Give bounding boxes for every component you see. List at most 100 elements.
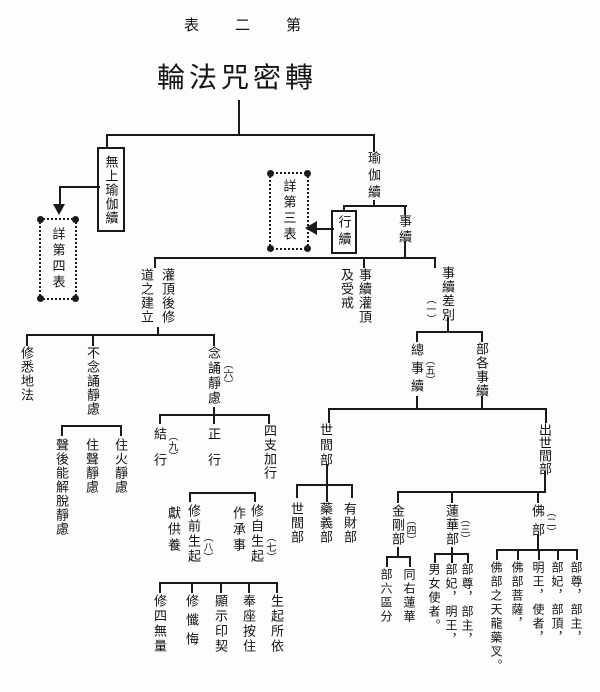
node-liberation-after-sound: 聲後能解脫靜慮 xyxy=(54,438,69,536)
node-vajra-family: 金剛部 xyxy=(390,504,405,546)
connector-line xyxy=(537,491,539,503)
connector-line xyxy=(416,331,418,342)
connector-line xyxy=(326,464,328,502)
connector-line xyxy=(538,549,540,560)
connector-line xyxy=(373,134,375,152)
corner-dot-icon xyxy=(267,245,274,252)
connector-line xyxy=(26,334,28,346)
see-table-4-box: 詳第四表 xyxy=(37,216,79,302)
diagram-title: 輪法咒密轉 xyxy=(157,63,318,94)
connector-line xyxy=(159,582,161,593)
connector-line xyxy=(26,334,215,336)
connector-line xyxy=(386,556,388,567)
connector-line xyxy=(106,134,375,136)
node-step-support-generation: 生起所依 xyxy=(269,594,284,654)
node-vajra-family-number: （四） xyxy=(404,515,415,545)
connector-line xyxy=(159,582,278,584)
connector-line xyxy=(328,408,547,410)
corner-dot-icon xyxy=(304,245,311,252)
node-lotus-family-number: （三） xyxy=(458,514,469,544)
node-buddha-members-col5: 佛部之天龍藥叉。 xyxy=(489,561,503,673)
node-path-after-empowerment-col2: 道之建立 xyxy=(139,268,154,324)
node-step-four-immeasurables: 修四無量 xyxy=(152,594,167,654)
connector-line xyxy=(59,186,61,205)
connector-line xyxy=(545,408,547,423)
table-number: 表二第 xyxy=(184,18,338,34)
node-lotus-members-col2: 部妃，明王， xyxy=(444,563,458,647)
connector-line xyxy=(120,425,122,436)
connector-line xyxy=(191,582,193,593)
node-step-show-mudra: 顯示印契 xyxy=(213,594,228,654)
node-buddha-members-col2: 部妃，部頂， xyxy=(550,561,564,645)
node-abide-fire-dhyana: 住火靜慮 xyxy=(113,438,128,494)
arrow-down-icon xyxy=(53,204,65,215)
connector-line xyxy=(496,549,578,551)
connector-line xyxy=(481,331,483,342)
connector-line xyxy=(404,205,406,215)
node-carya-tantra-box: 行續 xyxy=(331,210,357,254)
node-step-confession: 修懺悔 xyxy=(184,594,199,651)
connector-line xyxy=(397,491,546,493)
connector-line xyxy=(537,534,539,551)
connector-line xyxy=(404,241,406,259)
node-lotus-members-col3: 男女使者。 xyxy=(427,563,441,633)
connector-line xyxy=(397,491,399,503)
node-kriya-divisions: 事續差別 xyxy=(440,266,455,322)
node-vajra-members-col2: 部六區分 xyxy=(379,568,393,624)
connector-line xyxy=(316,228,334,230)
corner-dot-icon xyxy=(72,295,79,302)
node-buddha-members-col4: 佛部菩薩， xyxy=(510,561,524,631)
node-siddhi-method: 修悉地法 xyxy=(19,346,34,402)
connector-line xyxy=(451,553,453,563)
node-carya-tantra-label: 行續 xyxy=(336,215,352,249)
connector-line xyxy=(434,257,436,268)
connector-line xyxy=(373,200,375,207)
connector-line xyxy=(59,186,100,188)
node-yoga-tantra: 瑜伽續 xyxy=(366,151,381,202)
node-main-practice: 正行 xyxy=(206,427,221,479)
arrow-left-icon xyxy=(305,221,317,235)
node-concluding-practice-number: （九） xyxy=(166,431,177,461)
connector-line xyxy=(576,549,578,560)
corner-dot-icon xyxy=(37,216,44,223)
connector-line xyxy=(447,317,449,333)
connector-line xyxy=(517,549,519,560)
node-wealth-family: 有財部 xyxy=(342,502,357,544)
node-buddha-members-col3: 明王，使者， xyxy=(531,561,545,645)
node-lotus-family: 蓮華部 xyxy=(444,504,459,546)
connector-line xyxy=(434,553,436,563)
connector-line xyxy=(416,396,418,410)
connector-line xyxy=(544,471,546,493)
connector-line xyxy=(154,257,156,268)
connector-line xyxy=(557,549,559,560)
node-step-offer-seat: 奉座按住 xyxy=(241,594,256,654)
node-buddha-members-col1: 部尊，部主， xyxy=(569,561,583,645)
connector-line xyxy=(154,257,436,259)
connector-line xyxy=(61,425,63,436)
node-with-recitation-number: （六） xyxy=(221,359,232,389)
connector-line xyxy=(276,582,278,593)
node-offer-worship: 獻供養 xyxy=(166,506,181,554)
node-kriya-empowerment-col1: 事續灌頂 xyxy=(357,268,372,324)
see-table-3-box: 詳第三表 xyxy=(267,170,311,252)
connector-line xyxy=(220,582,222,593)
connector-line xyxy=(351,484,353,498)
connector-line xyxy=(416,331,483,333)
node-worldly-subfamily: 世間部 xyxy=(289,502,304,544)
connector-line xyxy=(328,408,330,423)
node-front-generation-number: （八） xyxy=(201,532,212,562)
node-kriya-divisions-number: （一） xyxy=(424,294,435,324)
node-self-generation-number: （七） xyxy=(264,532,275,562)
connector-line xyxy=(238,100,240,136)
node-general-kriya-number: （五） xyxy=(423,355,434,385)
node-buddha-family: 佛部 xyxy=(530,504,545,542)
connector-line xyxy=(254,492,256,502)
node-four-branch-preparation: 四支加行 xyxy=(262,424,277,480)
connector-line xyxy=(189,492,191,502)
corner-dot-icon xyxy=(267,170,274,177)
node-with-recitation-dhyana: 念誦靜慮 xyxy=(206,346,221,406)
connector-line xyxy=(268,414,270,424)
connector-line xyxy=(61,425,122,427)
see-table-3-label: 詳第三表 xyxy=(281,179,297,243)
